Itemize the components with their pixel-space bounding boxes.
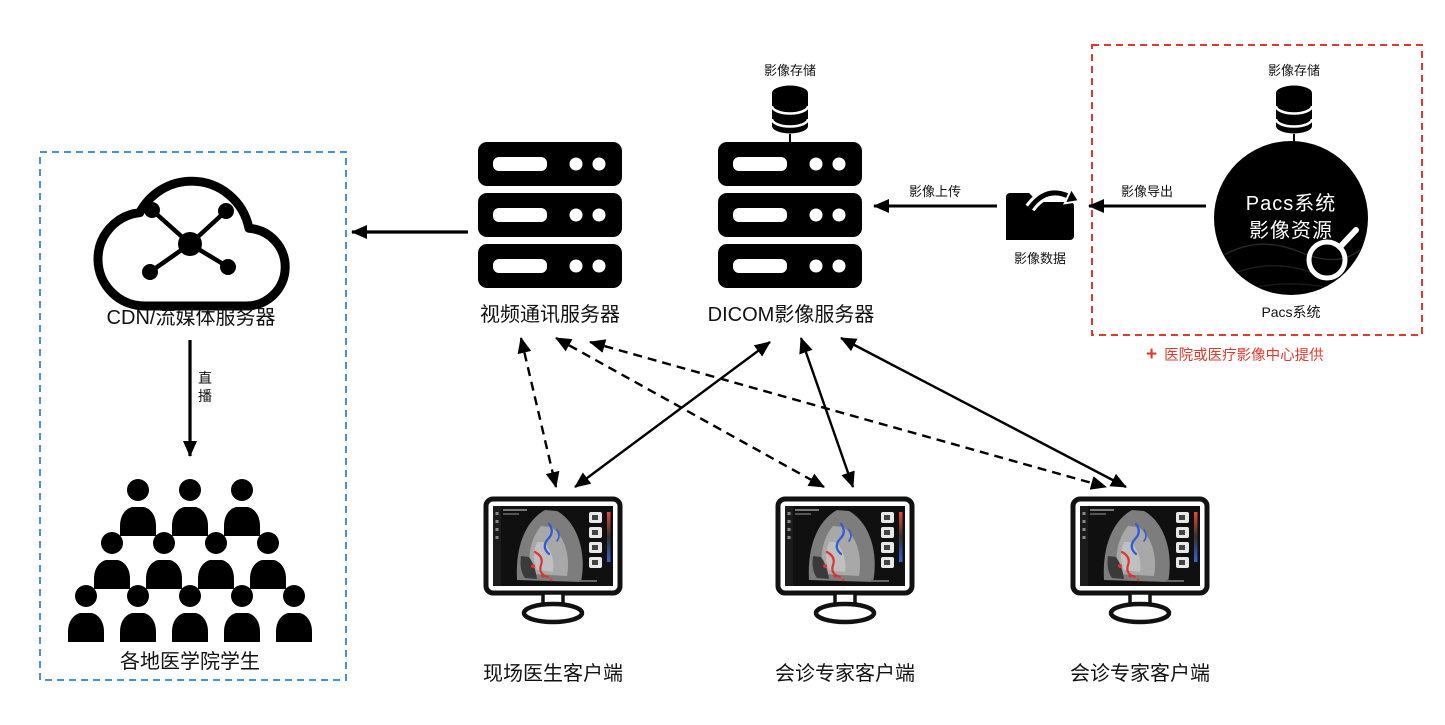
dicom-storage-label: 影像存储: [763, 63, 817, 78]
pacs-circle-title: Pacs系统: [1245, 193, 1337, 215]
pacs-caption: Pacs系统: [1261, 304, 1321, 320]
dicom-server-icon: [718, 142, 862, 288]
live-stream-label: 直播: [198, 370, 212, 404]
cdn-label: CDN/流媒体服务器: [106, 307, 276, 329]
pacs-circle-text: Pacs系统 影像资源: [1246, 191, 1336, 245]
folder-label: 影像数据: [1013, 251, 1067, 266]
network-nodes-icon: [142, 202, 236, 280]
person-icon: [94, 532, 130, 589]
upload-arrow-label: 影像上传: [908, 184, 962, 199]
dicom-server-label: DICOM影像服务器: [707, 304, 875, 326]
client-monitor-icon-1: [486, 499, 620, 622]
broadcast-boundary-box: [39, 151, 347, 681]
arrow-video-client1-dashed: [517, 337, 560, 488]
export-arrow-label: 影像导出: [1120, 184, 1174, 199]
pacs-circle-subtitle: 影像资源: [1249, 220, 1333, 242]
arrow-dicom-client2: [799, 337, 855, 488]
cloud-cdn-icon: [93, 176, 290, 311]
arrow-video-client2-dashed: [555, 336, 825, 489]
provider-note-text: 医院或医疗影像中心提供: [1164, 348, 1324, 364]
person-icon: [198, 532, 234, 589]
students-label: 各地医学院学生: [120, 651, 260, 673]
person-icon: [172, 479, 208, 536]
person-icon: [276, 585, 312, 642]
hospital-boundary-box: [1091, 44, 1423, 336]
client1-label: 现场医生客户端: [483, 663, 623, 685]
client-monitor-icon-2: [778, 499, 912, 622]
magnifier-icon: [1306, 227, 1359, 281]
person-icon: [120, 585, 156, 642]
client2-label: 会诊专家客户端: [775, 663, 915, 685]
person-icon: [250, 532, 286, 589]
person-icon: [146, 532, 182, 589]
client-monitor-icon-3: [1073, 499, 1207, 622]
person-icon: [172, 585, 208, 642]
person-icon: [224, 479, 260, 536]
dicom-storage-icon: [770, 84, 810, 147]
video-server-label: 视频通讯服务器: [480, 304, 620, 326]
students-crowd-icon: [68, 479, 312, 642]
arrow-dicom-client3: [840, 336, 1127, 489]
pacs-system-icon: [1214, 141, 1368, 295]
video-server-icon: [478, 142, 622, 288]
person-icon: [68, 585, 104, 642]
pacs-storage-icon: [1274, 84, 1314, 142]
arrow-video-client3-dashed: [589, 339, 1107, 490]
client3-label: 会诊专家客户端: [1070, 663, 1210, 685]
pacs-storage-label: 影像存储: [1267, 63, 1321, 78]
arrow-dicom-client1: [574, 341, 771, 488]
person-icon: [224, 585, 260, 642]
plus-icon: +: [1146, 344, 1158, 365]
provider-note: + 医院或医疗影像中心提供: [1146, 344, 1324, 365]
person-icon: [120, 479, 156, 536]
folder-transfer-icon: [1006, 186, 1081, 240]
